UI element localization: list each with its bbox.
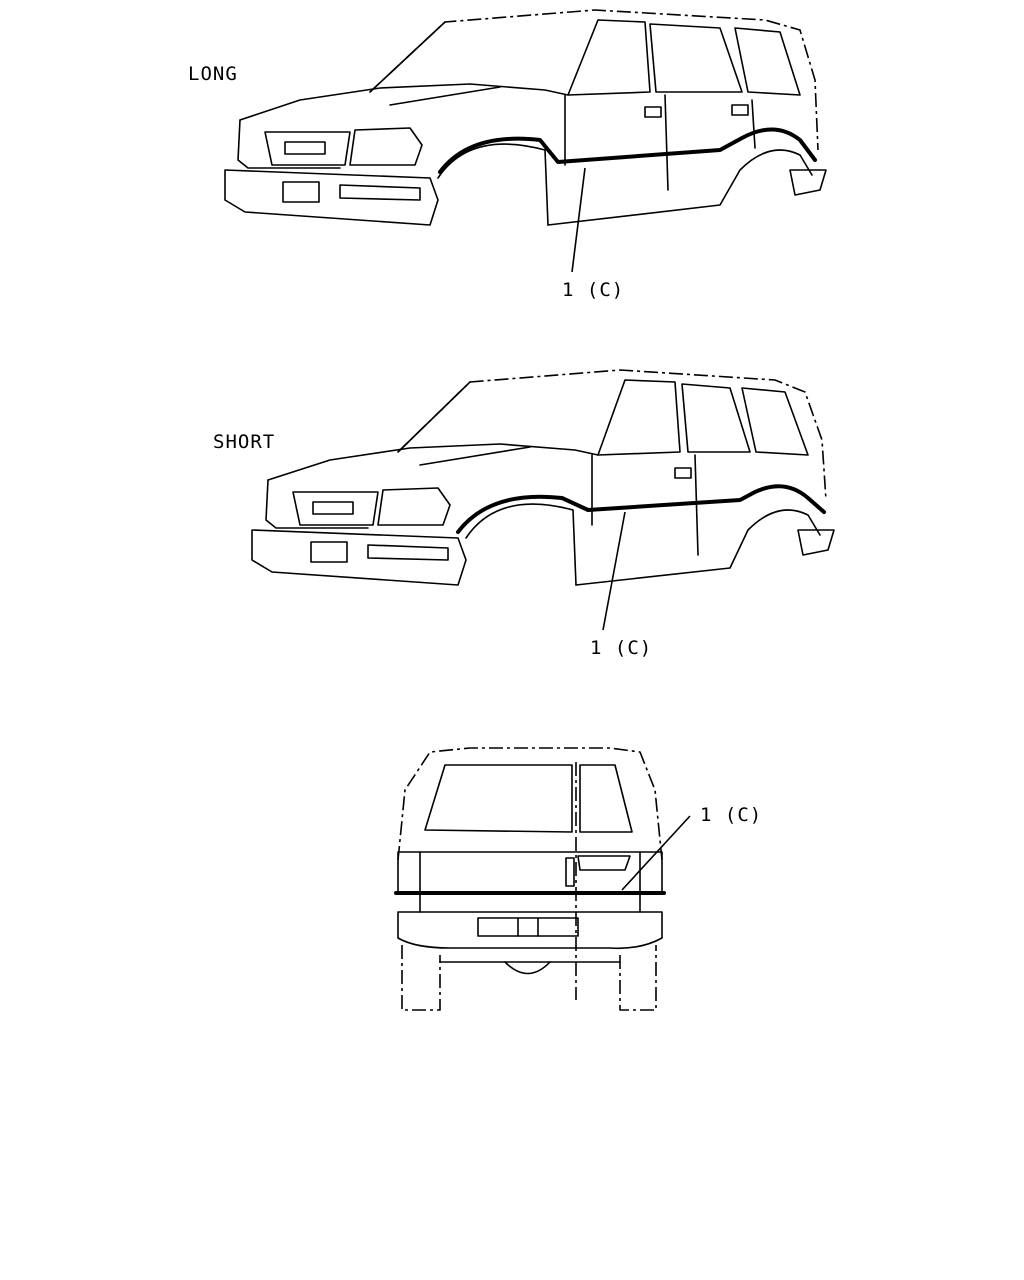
short-callout-label: 1 (C): [590, 637, 652, 659]
rear-callout-leader: [621, 815, 691, 891]
short-vehicle-view: SHORT: [213, 369, 835, 659]
long-label: LONG: [188, 63, 238, 85]
short-vehicle-drawing: [251, 369, 835, 586]
long-callout-label: 1 (C): [562, 279, 624, 301]
rear-callout-label: 1 (C): [700, 804, 762, 826]
long-vehicle-drawing: [224, 9, 827, 226]
short-callout-leader: [602, 511, 626, 631]
rear-vehicle-drawing: [394, 747, 666, 1011]
short-label: SHORT: [213, 431, 275, 453]
long-vehicle-view: LONG: [188, 9, 827, 301]
long-callout-leader: [571, 167, 586, 273]
rear-vehicle-view: 1 (C): [394, 747, 762, 1011]
